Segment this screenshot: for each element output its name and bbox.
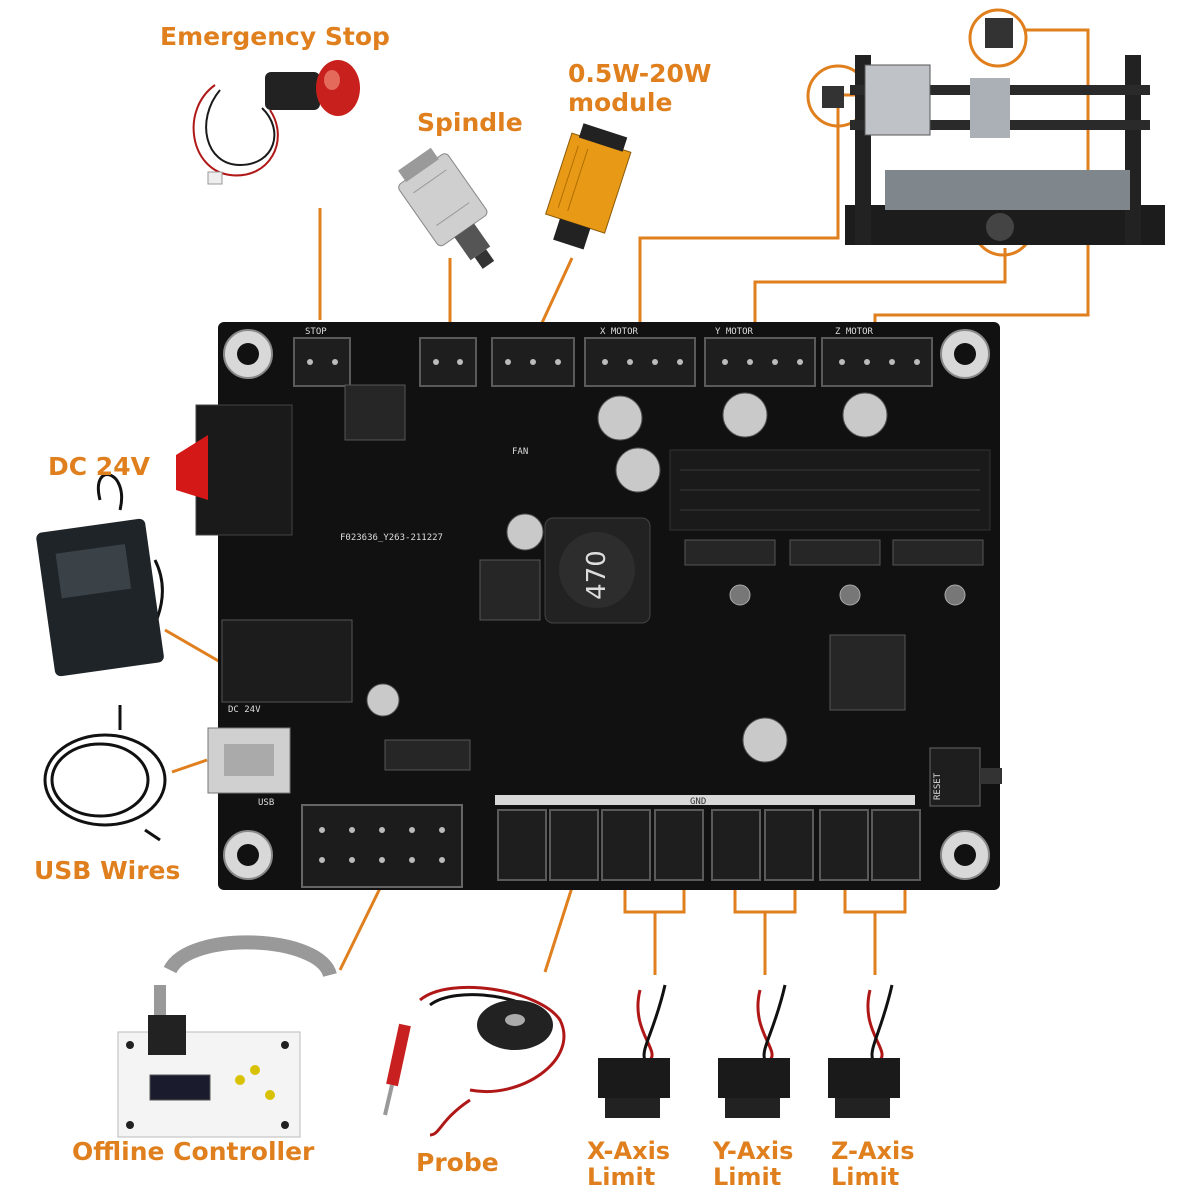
line-offline (338, 877, 387, 971)
label-x-limit: X-Axis Limit (587, 1137, 671, 1192)
usb-cable-image (43, 705, 167, 842)
spindle-connector (419, 337, 477, 387)
connection-lines (164, 28, 1090, 975)
capacitor (722, 392, 768, 438)
spindle-image (398, 147, 495, 269)
label-offline-controller: Offline Controller (72, 1137, 315, 1166)
label-emergency-stop: Emergency Stop (160, 22, 390, 51)
power-switch (176, 435, 208, 500)
stop-connector (293, 337, 351, 387)
offline-controller-image (117, 935, 337, 1138)
x-limit-switch-image (598, 984, 670, 1118)
x-limit-connector-a (601, 809, 651, 881)
capacitor (742, 717, 788, 763)
silk-usb: USB (258, 798, 274, 808)
label-y-limit: Y-Axis Limit (713, 1137, 794, 1192)
line-probe (543, 877, 577, 973)
silk-inductor: 470 (582, 550, 612, 600)
silk-fan: FAN (512, 447, 528, 457)
label-spindle: Spindle (417, 108, 523, 137)
capacitor (597, 395, 643, 441)
offline-header (301, 804, 463, 888)
silk-gnd: GND (690, 797, 706, 807)
z-limit-connector-b (871, 809, 921, 881)
x-limit-connector-b (654, 809, 704, 881)
laser-module-image (545, 123, 632, 250)
y-limit-connector-a (711, 809, 761, 881)
controller-board: STOP X MOTOR Y MOTOR Z MOTOR FAN F023636… (176, 322, 1002, 890)
silk-dc: DC 24V (228, 705, 261, 715)
y-limit-connector-b (764, 809, 814, 881)
line-z-motor (873, 28, 1090, 332)
line-dc (164, 628, 223, 665)
probe-connector-b (549, 809, 599, 881)
y-limit-switch-image (718, 984, 790, 1118)
label-probe: Probe (416, 1148, 499, 1177)
dc-adapter-image (36, 473, 164, 677)
z-limit-connector-a (819, 809, 869, 881)
silk-pcb-id: F023636_Y263-211227 (340, 533, 443, 543)
z-endstop-highlight (968, 8, 1028, 68)
silk-stop: STOP (305, 327, 327, 337)
probe-image (383, 985, 566, 1137)
silk-x-motor: X MOTOR (600, 327, 639, 337)
silk-reset: RESET (933, 772, 943, 800)
label-dc: DC 24V (48, 452, 150, 481)
mcu-chip (829, 634, 906, 711)
capacitor (842, 392, 888, 438)
probe-connector-a (497, 809, 547, 881)
silk-z-motor: Z MOTOR (835, 327, 874, 337)
capacitor (506, 513, 544, 551)
emergency-stop-image (192, 60, 360, 185)
label-z-limit: Z-Axis Limit (831, 1137, 915, 1192)
z-limit-switch-image (828, 984, 900, 1118)
dc-jack (221, 619, 353, 703)
line-usb (171, 758, 208, 774)
silk-y-motor: Y MOTOR (715, 327, 754, 337)
label-laser-module: 0.5W-20W module (568, 59, 712, 117)
line-y-motor (753, 248, 1007, 332)
capacitor (615, 447, 661, 493)
reset-button (929, 747, 981, 807)
label-usb-wires: USB Wires (34, 856, 181, 885)
line-x-motor (638, 93, 855, 332)
cnc-machine-image (822, 18, 1165, 245)
capacitor (366, 683, 400, 717)
